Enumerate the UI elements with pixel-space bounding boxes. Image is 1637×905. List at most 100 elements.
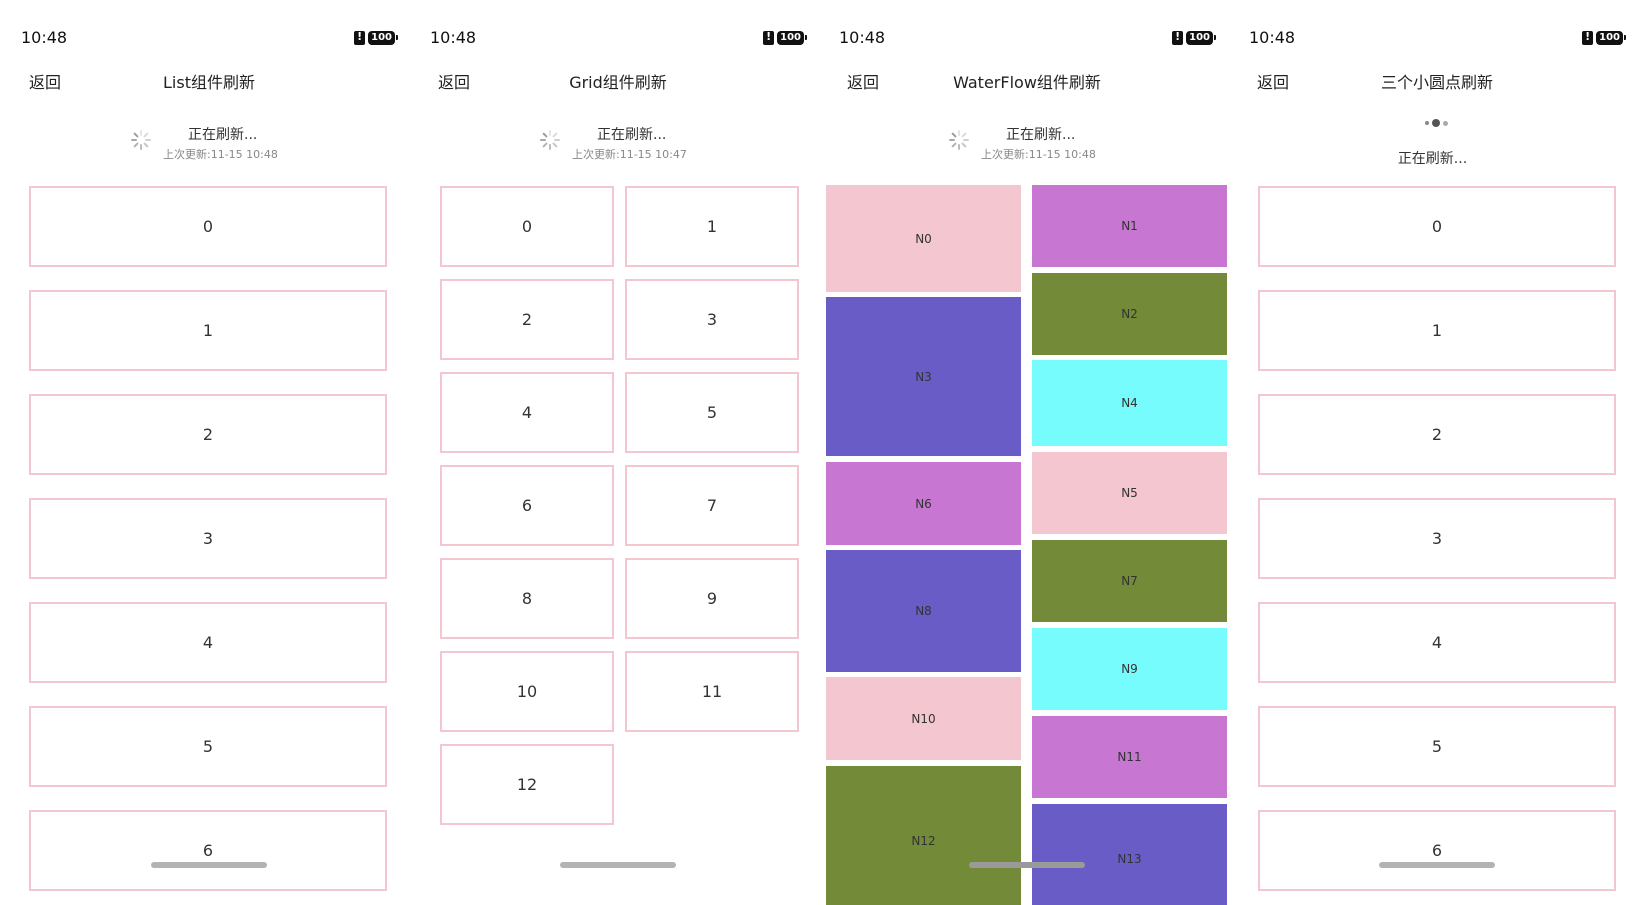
refresh-status-text: 正在刷新...	[1006, 127, 1076, 143]
battery-indicator: 100	[763, 30, 807, 46]
page-title: WaterFlow组件刷新	[953, 73, 1101, 92]
waterflow-item[interactable]: N12	[826, 766, 1021, 905]
list-item[interactable]: 6	[29, 810, 387, 891]
waterflow-item[interactable]: N3	[826, 297, 1021, 456]
status-time: 10:48	[839, 28, 886, 47]
loading-spinner-icon	[949, 130, 969, 150]
spinner-tick	[963, 139, 969, 141]
list-item[interactable]: 0	[1258, 186, 1616, 267]
spinner-tick	[542, 132, 548, 138]
spinner-tick	[951, 132, 957, 138]
battery-level: 100	[1596, 31, 1626, 45]
spinner-tick	[133, 132, 139, 138]
grid-item[interactable]: 2	[440, 279, 614, 360]
spinner-tick	[961, 142, 967, 148]
spinner-tick	[540, 139, 546, 141]
grid-item[interactable]: 8	[440, 558, 614, 639]
list-item[interactable]: 2	[1258, 394, 1616, 475]
battery-saver-icon	[1582, 30, 1594, 45]
list-item[interactable]: 3	[29, 498, 387, 579]
grid-item[interactable]: 6	[440, 465, 614, 546]
dots-refresh-screen: 10:48 100 返回 三个小圆点刷新 正在刷新... 0 1 2 3 4 5…	[1228, 0, 1637, 905]
list-item[interactable]: 5	[1258, 706, 1616, 787]
battery-saver-icon	[763, 30, 775, 45]
list-item[interactable]: 0	[29, 186, 387, 267]
grid-item[interactable]: 1	[625, 186, 799, 267]
home-indicator[interactable]	[560, 862, 676, 868]
spinner-tick	[949, 139, 955, 141]
battery-indicator: 100	[354, 30, 398, 46]
list-item[interactable]: 2	[29, 394, 387, 475]
spinner-tick	[542, 142, 548, 148]
grid-refresh-screen: 10:48 100 返回 Grid组件刷新 正在刷新... 上次更新:11-15…	[409, 0, 818, 905]
grid-item[interactable]: 11	[625, 651, 799, 732]
waterflow-item[interactable]: N5	[1032, 452, 1227, 534]
spinner-tick	[131, 139, 137, 141]
spinner-tick	[143, 132, 149, 138]
waterflow-refresh-screen: 10:48 100 返回 WaterFlow组件刷新 正在刷新... 上次更新:…	[818, 0, 1227, 905]
page-title: List组件刷新	[163, 73, 255, 92]
waterflow-item[interactable]: N1	[1032, 185, 1227, 267]
grid-item[interactable]: 5	[625, 372, 799, 453]
waterflow-item[interactable]: N9	[1032, 628, 1227, 710]
status-time: 10:48	[430, 28, 477, 47]
waterflow-item[interactable]: N4	[1032, 360, 1227, 446]
list-refresh-screen: 10:48 100 返回 List组件刷新 正在刷新... 上次更新:11-15…	[0, 0, 409, 905]
page-title: 三个小圆点刷新	[1380, 73, 1493, 92]
battery-indicator: 100	[1582, 30, 1626, 46]
spinner-tick	[951, 142, 957, 148]
grid-item[interactable]: 10	[440, 651, 614, 732]
battery-saver-icon	[354, 30, 366, 45]
spinner-tick	[961, 132, 967, 138]
list-item[interactable]: 1	[29, 290, 387, 371]
waterflow-item[interactable]: N0	[826, 185, 1021, 292]
grid-item[interactable]: 3	[625, 279, 799, 360]
home-indicator[interactable]	[969, 862, 1085, 868]
spinner-tick	[140, 144, 142, 150]
list-item[interactable]: 4	[1258, 602, 1616, 683]
status-time: 10:48	[1249, 28, 1296, 47]
grid-item[interactable]: 12	[440, 744, 614, 825]
waterflow-item[interactable]: N8	[826, 550, 1021, 672]
list-item[interactable]: 3	[1258, 498, 1616, 579]
grid-item[interactable]: 0	[440, 186, 614, 267]
waterflow-item[interactable]: N11	[1032, 716, 1227, 798]
back-button[interactable]: 返回	[1257, 73, 1290, 92]
grid-item[interactable]: 9	[625, 558, 799, 639]
waterflow-item[interactable]: N10	[826, 677, 1021, 760]
refresh-status-text: 正在刷新...	[597, 127, 667, 143]
waterflow-item[interactable]: N13	[1032, 804, 1227, 905]
spinner-tick	[958, 130, 960, 136]
spinner-tick	[549, 130, 551, 136]
spinner-tick	[552, 142, 558, 148]
grid-item[interactable]: 7	[625, 465, 799, 546]
list-item[interactable]: 6	[1258, 810, 1616, 891]
spinner-tick	[549, 144, 551, 150]
list-item[interactable]: 5	[29, 706, 387, 787]
waterflow-item[interactable]: N7	[1032, 540, 1227, 622]
grid-item[interactable]: 4	[440, 372, 614, 453]
spinner-tick	[140, 130, 142, 136]
loading-spinner-icon	[131, 130, 151, 150]
waterflow-item[interactable]: N2	[1032, 273, 1227, 355]
battery-indicator: 100	[1172, 30, 1216, 46]
loading-spinner-icon	[540, 130, 560, 150]
spinner-tick	[143, 142, 149, 148]
battery-level: 100	[1186, 31, 1216, 45]
status-time: 10:48	[21, 28, 68, 47]
home-indicator[interactable]	[151, 862, 267, 868]
back-button[interactable]: 返回	[29, 73, 62, 92]
waterflow-item[interactable]: N6	[826, 462, 1021, 545]
list-item[interactable]: 4	[29, 602, 387, 683]
back-button[interactable]: 返回	[438, 73, 471, 92]
refresh-status-text: 正在刷新...	[1397, 151, 1468, 167]
last-update-text: 上次更新:11-15 10:48	[981, 148, 1096, 161]
back-button[interactable]: 返回	[847, 73, 880, 92]
battery-level: 100	[777, 31, 807, 45]
battery-saver-icon	[1172, 30, 1184, 45]
spinner-tick	[554, 139, 560, 141]
spinner-tick	[133, 142, 139, 148]
home-indicator[interactable]	[1379, 862, 1495, 868]
page-title: Grid组件刷新	[569, 73, 667, 92]
list-item[interactable]: 1	[1258, 290, 1616, 371]
